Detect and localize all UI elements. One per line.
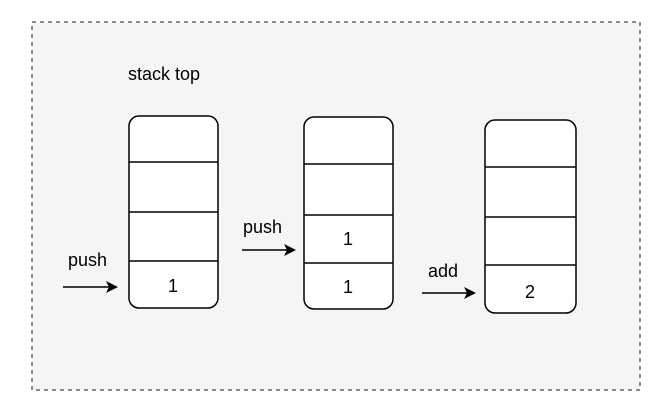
push-label-1: push [68, 250, 107, 270]
stack-3: 2 [484, 119, 577, 314]
stack-1: 1 [128, 115, 219, 309]
stack-3-cell-4: 2 [525, 282, 535, 302]
add-label: add [428, 261, 458, 281]
stack-2-cell-4: 1 [343, 277, 353, 297]
push-label-2: push [243, 217, 282, 237]
stack-top-label: stack top [128, 64, 200, 84]
stack-2: 1 1 [303, 116, 394, 310]
stack-1-cell-4: 1 [168, 276, 178, 296]
stack-2-body [303, 116, 394, 310]
stack-2-cell-3: 1 [343, 229, 353, 249]
